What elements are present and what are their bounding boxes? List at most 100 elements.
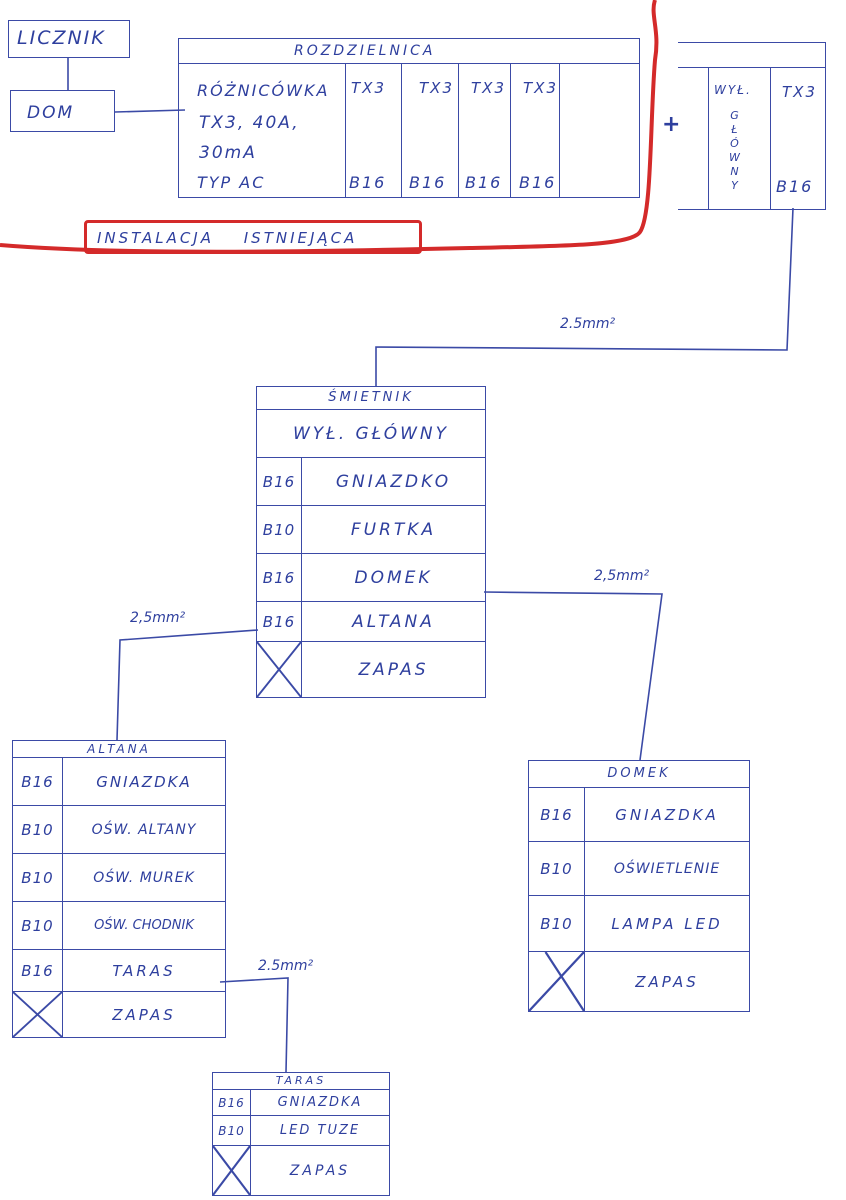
new-panel-wyl: WYŁ. [714, 83, 752, 97]
wire-label-to-smietnik: 2.5mm² [560, 316, 616, 332]
cross-mark-icon [257, 642, 301, 697]
circuit-name: ZAPAS [358, 659, 429, 680]
col-3-bottom: B16 [465, 173, 503, 192]
rozdzielnica-col-divider-3 [458, 63, 459, 197]
dom-label: DOM [27, 103, 75, 123]
smietnik-panel: ŚMIETNIK WYŁ. GŁÓWNY B16 GNIAZDKO B10 FU… [256, 386, 486, 698]
new-panel-glowny: GŁÓWNY [728, 109, 741, 193]
main-breaker-line-4: TYP AC [197, 173, 266, 192]
circuit-name: ZAPAS [635, 972, 699, 991]
main-breaker-line-3: 30mA [199, 143, 257, 163]
wire-label-to-taras: 2.5mm² [258, 958, 314, 974]
circuit-name: OŚW. MUREK [93, 869, 195, 886]
col-2-bottom: B16 [409, 173, 447, 192]
smietnik-title: ŚMIETNIK [257, 387, 485, 410]
circuit-name: DOMEK [354, 567, 433, 588]
wire-label-to-altana: 2,5mm² [130, 610, 186, 626]
new-panel-col-divider-2 [770, 67, 771, 209]
altana-title: ALTANA [13, 741, 225, 758]
circuit-name: ALTANA [352, 611, 435, 632]
breaker-label: B16 [213, 1090, 251, 1115]
circuit-name: GNIAZDKA [96, 772, 192, 791]
table-row: B10 OŚW. ALTANY [13, 806, 225, 854]
table-row: ZAPAS [13, 992, 225, 1037]
new-panel-col-bottom: B16 [776, 177, 814, 196]
spare-cross-cell [529, 952, 585, 1011]
col-4-bottom: B16 [519, 173, 557, 192]
smietnik-altana-wire [116, 629, 259, 741]
circuit-name: FURTKA [350, 519, 437, 540]
circuit-name: GNIAZDKO [335, 471, 452, 492]
new-panel-col-top: TX3 [782, 83, 817, 101]
table-row: B10 LED TUZE [213, 1116, 389, 1146]
table-row: ZAPAS [257, 642, 485, 697]
col-1-top: TX3 [351, 79, 386, 97]
breaker-label: B10 [213, 1116, 251, 1145]
domek-title: DOMEK [529, 761, 749, 788]
rozdzielnica-col-divider-2 [401, 63, 402, 197]
smietnik-domek-wire [483, 591, 663, 761]
breaker-label: B10 [13, 806, 63, 853]
spare-cross-cell [13, 992, 63, 1037]
rozdzielnica-title: ROZDZIELNICA [294, 43, 436, 59]
table-row: B16 GNIAZDKA [529, 788, 749, 842]
rozdzielnica-col-divider-5 [559, 63, 560, 197]
col-1-bottom: B16 [349, 173, 387, 192]
new-panel-header-divider [678, 67, 825, 68]
table-row: B16 ALTANA [257, 602, 485, 642]
table-row: B16 GNIAZDKO [257, 458, 485, 506]
table-row: B10 FURTKA [257, 506, 485, 554]
table-row: B16 GNIAZDKA [213, 1090, 389, 1116]
main-breaker-line-2: TX3, 40A, [199, 113, 300, 133]
rozdzielnica-box: ROZDZIELNICA RÓŻNICÓWKA TX3, 40A, 30mA T… [178, 38, 640, 198]
table-row: B10 OŚWIETLENIE [529, 842, 749, 896]
rozdzielnica-col-divider-4 [510, 63, 511, 197]
cross-mark-icon [529, 952, 584, 1011]
plus-sign: + [662, 112, 683, 137]
breaker-label: B10 [257, 506, 302, 553]
circuit-name: OŚW. CHODNIK [94, 918, 194, 933]
new-panel-col-divider-1 [708, 67, 709, 209]
smietnik-main-label: WYŁ. GŁÓWNY [292, 423, 450, 444]
cross-mark-icon [213, 1146, 250, 1195]
licznik-label: LICZNIK [17, 27, 106, 49]
circuit-name: GNIAZDKA [615, 805, 719, 824]
breaker-label: B16 [257, 458, 302, 505]
breaker-label: B10 [529, 842, 585, 895]
dom-rozdzielnica-wire [114, 109, 186, 113]
rozdzielnica-col-divider-1 [345, 63, 346, 197]
circuit-name: ZAPAS [289, 1162, 351, 1179]
breaker-label: B16 [13, 950, 63, 991]
col-2-top: TX3 [419, 79, 454, 97]
circuit-name: OŚWIETLENIE [613, 860, 721, 877]
breaker-label: B10 [13, 854, 63, 901]
table-row: B16 TARAS [13, 950, 225, 992]
licznik-box: LICZNIK [8, 20, 130, 58]
existing-installation-label-box: INSTALACJA ISTNIEJĄCA [84, 220, 422, 254]
circuit-name: GNIAZDKA [277, 1095, 363, 1110]
col-3-top: TX3 [471, 79, 506, 97]
table-row: B10 OŚW. MUREK [13, 854, 225, 902]
wire-label-to-domek: 2,5mm² [594, 568, 650, 584]
panel-smietnik-wire [375, 207, 794, 386]
breaker-label: B10 [13, 902, 63, 949]
taras-title: TARAS [213, 1073, 389, 1090]
table-row: ZAPAS [213, 1146, 389, 1195]
table-row: B16 DOMEK [257, 554, 485, 602]
new-panel-box: WYŁ. GŁÓWNY TX3 B16 [678, 42, 826, 210]
existing-installation-label: INSTALACJA ISTNIEJĄCA [97, 229, 358, 247]
smietnik-main-row: WYŁ. GŁÓWNY [257, 410, 485, 458]
circuit-name: TARAS [112, 961, 176, 980]
rozdzielnica-header-divider [179, 63, 639, 64]
table-row: B16 GNIAZDKA [13, 758, 225, 806]
col-4-top: TX3 [523, 79, 558, 97]
circuit-name: ZAPAS [112, 1005, 176, 1024]
taras-panel: TARAS B16 GNIAZDKA B10 LED TUZE ZAPAS [212, 1072, 390, 1196]
dom-box: DOM [10, 90, 115, 132]
cross-mark-icon [13, 992, 62, 1037]
circuit-name: LED TUZE [279, 1123, 361, 1138]
breaker-label: B16 [13, 758, 63, 805]
table-row: B10 LAMPA LED [529, 896, 749, 952]
breaker-label: B16 [529, 788, 585, 841]
altana-taras-wire [219, 977, 289, 1073]
